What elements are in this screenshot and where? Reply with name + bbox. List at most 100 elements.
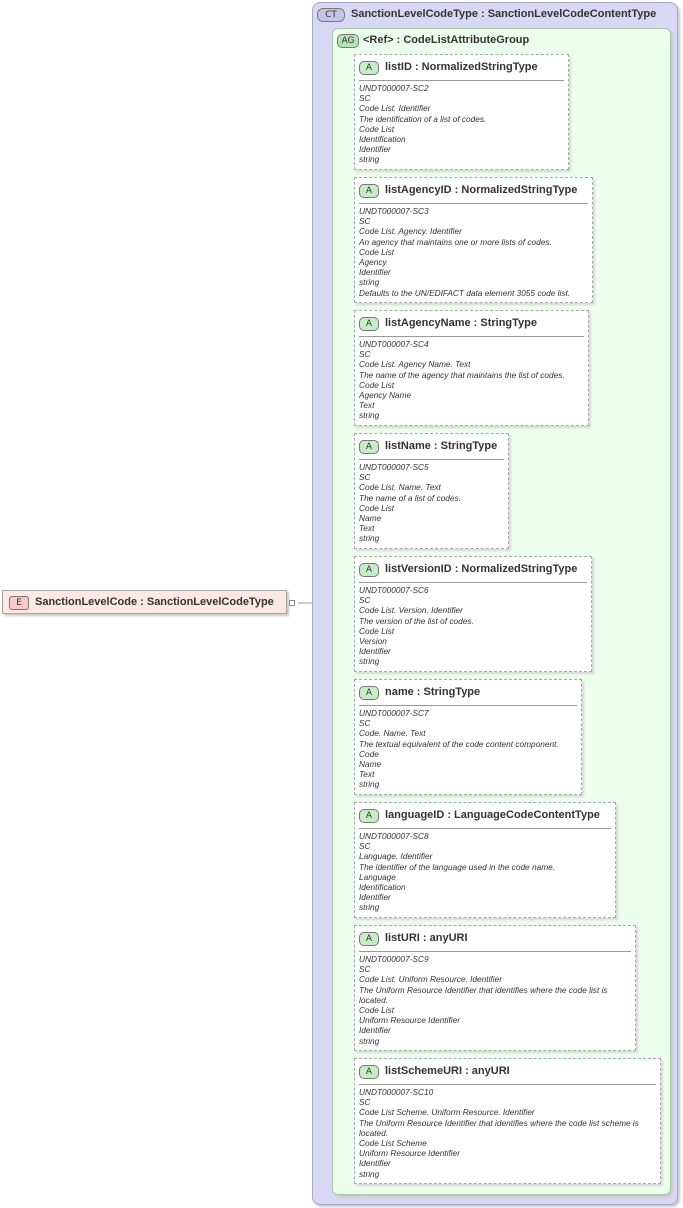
divider: [359, 459, 504, 460]
doc-line: Text: [359, 769, 375, 780]
doc-line: string: [359, 277, 380, 288]
divider: [359, 951, 631, 952]
doc-line: SC: [359, 964, 371, 975]
doc-line: string: [359, 1035, 380, 1046]
doc-line: UNDT000007-SC10: [359, 1087, 434, 1097]
attribute-title: name : StringType: [385, 686, 481, 698]
attribute-title: listName : StringType: [385, 440, 498, 452]
doc-line: Text: [359, 400, 375, 411]
complex-type-title: SanctionLevelCodeType : SanctionLevelCod…: [351, 8, 657, 20]
doc-line: Uniform Resource Identifier: [359, 1148, 460, 1159]
divider: [359, 203, 588, 204]
doc-line: SC: [359, 595, 371, 606]
doc-line: UNDT000007-SC2: [359, 83, 429, 93]
doc-line: The Uniform Resource Identifier that ide…: [359, 1117, 642, 1138]
divider: [359, 582, 587, 583]
attribute-group-title: <Ref> : CodeListAttributeGroup: [363, 34, 530, 46]
doc-line: Code: [359, 748, 379, 759]
divider: [359, 336, 584, 337]
element-box[interactable]: E SanctionLevelCode : SanctionLevelCodeT…: [2, 590, 287, 614]
doc-line: SC: [359, 718, 371, 729]
doc-line: UNDT000007-SC8: [359, 831, 429, 841]
element-title: SanctionLevelCode : SanctionLevelCodeTyp…: [35, 596, 274, 608]
doc-line: UNDT000007-SC5: [359, 462, 429, 472]
doc-line: Version: [359, 636, 387, 647]
doc-line: SC: [359, 472, 371, 483]
divider: [359, 80, 564, 81]
doc-line: The textual equivalent of the code conte…: [359, 738, 559, 749]
doc-line: The name of the agency that maintains th…: [359, 369, 565, 380]
expand-connector-icon[interactable]: [289, 600, 295, 606]
attribute-title: listAgencyName : StringType: [385, 317, 537, 329]
doc-line: string: [359, 410, 380, 421]
doc-line: Code List: [359, 1005, 395, 1016]
doc-line: SC: [359, 1097, 371, 1108]
doc-line: Text: [359, 523, 375, 534]
attribute-badge: A: [359, 184, 379, 198]
doc-line: Code List. Uniform Resource. Identifier: [359, 974, 502, 985]
doc-line: An agency that maintains one or more lis…: [359, 236, 552, 247]
doc-line: SC: [359, 93, 371, 104]
doc-line: UNDT000007-SC9: [359, 954, 429, 964]
doc-line: Identifier: [359, 267, 391, 278]
doc-line: Code List Scheme. Uniform Resource. Iden…: [359, 1107, 535, 1118]
doc-line: The identification of a list of codes.: [359, 113, 487, 124]
doc-line: The identifier of the language used in t…: [359, 861, 556, 872]
doc-line: SC: [359, 841, 371, 852]
doc-line: Uniform Resource Identifier: [359, 1015, 460, 1026]
doc-line: string: [359, 902, 380, 913]
attribute-title: listID : NormalizedStringType: [385, 61, 538, 73]
attribute-badge: A: [359, 440, 379, 454]
attribute-badge: A: [359, 686, 379, 700]
doc-line: Code List. Agency Name. Text: [359, 359, 471, 370]
doc-line: UNDT000007-SC7: [359, 708, 429, 718]
doc-line: Code List: [359, 379, 395, 390]
attribute-badge: A: [359, 563, 379, 577]
doc-line: Identifier: [359, 1025, 391, 1036]
doc-line: Identifier: [359, 144, 391, 155]
doc-line: Code List: [359, 502, 395, 513]
doc-line: Name: [359, 759, 382, 770]
doc-line: Agency Name: [359, 390, 412, 401]
doc-line: Language: [359, 871, 396, 882]
doc-line: Code. Name. Text: [359, 728, 426, 739]
attribute-title: listURI : anyURI: [385, 932, 468, 944]
attribute-title: languageID : LanguageCodeContentType: [385, 809, 600, 821]
divider: [359, 705, 577, 706]
divider: [359, 828, 611, 829]
doc-line: The name of a list of codes.: [359, 492, 461, 503]
doc-line: The Uniform Resource Identifier that ide…: [359, 984, 610, 1005]
element-badge: E: [9, 596, 29, 610]
doc-line: Code List: [359, 625, 395, 636]
doc-line: Code List: [359, 246, 395, 257]
doc-line: UNDT000007-SC6: [359, 585, 429, 595]
doc-line: Defaults to the UN/EDIFACT data element …: [359, 287, 571, 298]
doc-line: SC: [359, 216, 371, 227]
doc-line: The version of the list of codes.: [359, 615, 474, 626]
attribute-badge: A: [359, 61, 379, 75]
doc-line: Agency: [359, 257, 387, 268]
attribute-title: listVersionID : NormalizedStringType: [385, 563, 578, 575]
attribute-title: listSchemeURI : anyURI: [385, 1065, 510, 1077]
doc-line: Code List. Version. Identifier: [359, 605, 463, 616]
doc-line: Code List. Name. Text: [359, 482, 441, 493]
doc-line: string: [359, 154, 380, 165]
